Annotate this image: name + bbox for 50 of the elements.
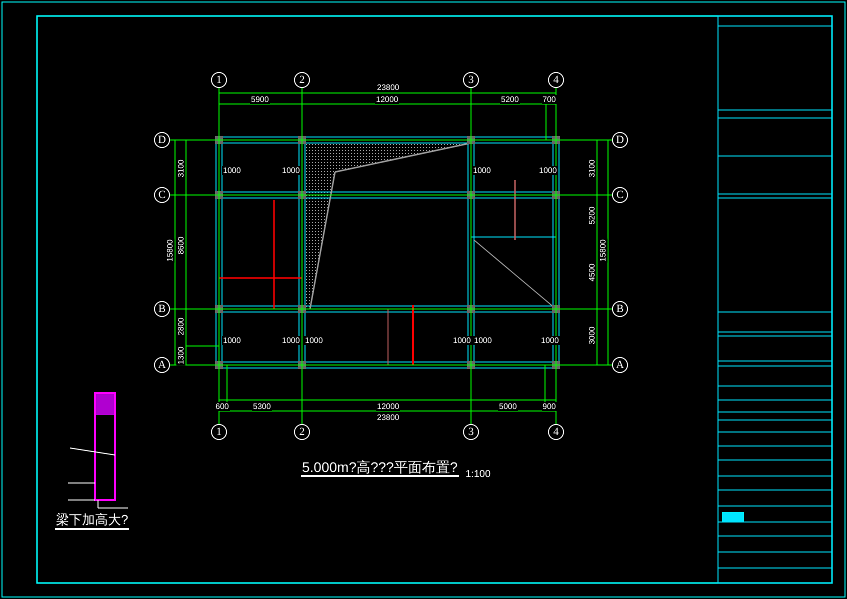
beam-label: 1000 <box>304 336 324 344</box>
beam-label: 1000 <box>540 336 560 344</box>
axis-bubble: 4 <box>548 72 564 88</box>
dimension-text: 5000 <box>498 402 518 410</box>
dimension-text: 8600 <box>176 235 186 255</box>
beam-label: 1000 <box>473 336 493 344</box>
axis-bubble: A <box>612 357 628 373</box>
dimension-text: 5200 <box>587 205 596 225</box>
axis-bubble: C <box>154 187 170 203</box>
detail-title: 梁下加高大? <box>55 512 130 530</box>
beam-label: 1000 <box>538 166 558 174</box>
beam-label: 1000 <box>222 166 242 174</box>
dimension-text: 23800 <box>376 82 400 92</box>
beam-label: 1000 <box>281 336 301 344</box>
axis-bubble: C <box>612 187 628 203</box>
dimension-text: 5200 <box>500 94 520 104</box>
axis-bubble: 1 <box>211 424 227 440</box>
dimension-text: 900 <box>542 402 557 410</box>
dimension-text: 3100 <box>176 158 186 178</box>
dimension-text: 3000 <box>587 325 596 345</box>
dimension-text: 4500 <box>587 262 596 282</box>
axis-bubble: D <box>612 132 628 148</box>
axis-bubble: 2 <box>294 424 310 440</box>
axis-bubble: 1 <box>211 72 227 88</box>
beam-label: 1000 <box>281 166 301 174</box>
axis-bubble: A <box>154 357 170 373</box>
dimension-text: 600 <box>214 402 230 410</box>
dimension-text: 23800 <box>376 412 400 422</box>
dimension-text: 15800 <box>166 238 175 262</box>
axis-bubble: B <box>154 301 170 317</box>
dimension-text: 15800 <box>598 238 608 262</box>
dimension-text: 700 <box>542 94 557 104</box>
dimension-text: 5900 <box>250 94 270 104</box>
dimension-text: 12000 <box>375 94 400 104</box>
axis-bubble: 2 <box>294 72 310 88</box>
dimension-text: 1300 <box>176 345 186 365</box>
dimension-text: 12000 <box>376 402 400 410</box>
beam-label: 1000 <box>222 336 242 344</box>
axis-bubble: 3 <box>463 72 479 88</box>
dimension-text: 5300 <box>252 402 272 410</box>
beam-label: 1000 <box>472 166 492 174</box>
axis-bubble: 3 <box>463 424 479 440</box>
axis-bubble: 4 <box>548 424 564 440</box>
axis-bubble: B <box>612 301 628 317</box>
dimension-text: 3100 <box>587 158 596 178</box>
beam-label: 1000 <box>452 336 472 344</box>
dimension-text: 2800 <box>176 316 186 336</box>
scale-label: 1:100 <box>464 470 492 478</box>
plan-title: 5.000m?高???平面布置? <box>301 459 459 477</box>
axis-bubble: D <box>154 132 170 148</box>
